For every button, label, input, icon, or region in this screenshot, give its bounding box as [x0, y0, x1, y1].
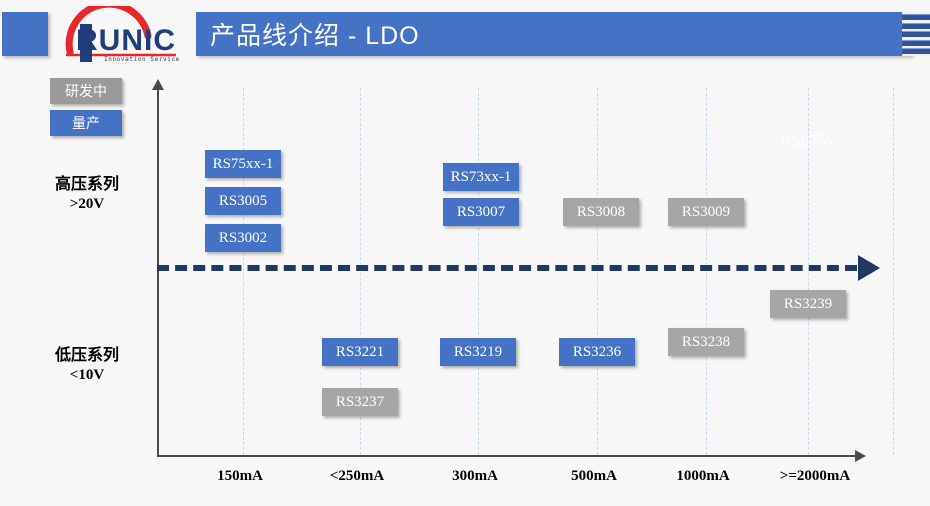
- product-chip-rs3007[interactable]: RS3007: [443, 198, 519, 226]
- x-tick-label-5: >=2000mA: [779, 468, 851, 484]
- product-chip-rs3002[interactable]: RS3002: [205, 224, 281, 252]
- product-chip-rs3221[interactable]: RS3221: [322, 338, 398, 366]
- gridline-5: [808, 88, 810, 455]
- gridline-3: [597, 88, 599, 455]
- x-tick-label-3: 500mA: [571, 468, 617, 484]
- product-chip-rs3238[interactable]: RS3238: [668, 328, 744, 356]
- product-chip-rs3236[interactable]: RS3236: [559, 338, 635, 366]
- gridline-2: [478, 88, 480, 455]
- product-chip-rs75xx-1[interactable]: RS75xx-1: [205, 150, 281, 178]
- gridline-0: [243, 88, 245, 455]
- x-tick-label-2: 300mA: [452, 468, 498, 484]
- y-section-label-low-voltage-line1: 低压系列: [54, 347, 119, 364]
- header-stripe: [902, 14, 930, 20]
- logo-tagline: Innovation Service: [104, 56, 180, 63]
- y-axis-arrowhead: [152, 79, 164, 90]
- header-stripe: [902, 22, 930, 29]
- x-axis-line: [157, 455, 857, 457]
- slide-title-bar: 产品线介绍 - LDO: [196, 12, 912, 56]
- product-chip-rs73xx-1[interactable]: RS73xx-1: [443, 163, 519, 191]
- header-stripe: [902, 31, 930, 37]
- y-axis-line: [157, 88, 159, 456]
- product-chip-rs3237[interactable]: RS3237: [322, 388, 398, 416]
- x-tick-label-0: 150mA: [217, 468, 263, 484]
- x-axis-arrowhead: [855, 450, 866, 462]
- header-stripe: [902, 39, 930, 46]
- series-divider-line: [157, 265, 857, 271]
- header-stripe-decoration: [902, 12, 930, 56]
- legend-item-in-development: 研发中: [50, 78, 122, 104]
- runic-logo: RUNIC Innovation Service: [52, 0, 192, 68]
- gridline-1: [360, 88, 362, 455]
- y-section-label-low-voltage: 低压系列 <10V: [22, 341, 152, 384]
- product-chip-rs3219[interactable]: RS3219: [440, 338, 516, 366]
- svg-text:RUNIC: RUNIC: [76, 24, 176, 57]
- gridline-4: [706, 88, 708, 455]
- page-title: 产品线介绍 - LDO: [210, 22, 420, 50]
- y-section-label-high-voltage-line2: >20V: [69, 196, 105, 212]
- x-tick-label-4: 1000mA: [676, 468, 730, 484]
- header-stripe: [902, 48, 930, 54]
- product-chip-rs3008[interactable]: RS3008: [563, 198, 639, 226]
- y-section-label-high-voltage-line1: 高压系列: [54, 176, 119, 193]
- y-section-label-high-voltage: 高压系列 >20V: [22, 170, 152, 213]
- product-chip-rs3239[interactable]: RS3239: [770, 290, 846, 318]
- header-accent-square: [2, 12, 48, 56]
- series-divider-arrowhead: [858, 255, 880, 281]
- gridline-6: [893, 88, 895, 455]
- product-chip-rs3009[interactable]: RS3009: [668, 198, 744, 226]
- y-section-label-low-voltage-line2: <10V: [69, 367, 105, 383]
- product-chip-rs3005[interactable]: RS3005: [205, 187, 281, 215]
- x-tick-label-1: <250mA: [329, 468, 385, 484]
- runic-logo-icon: RUNIC: [65, 0, 176, 62]
- legend-item-mass-production: 量产: [50, 110, 122, 136]
